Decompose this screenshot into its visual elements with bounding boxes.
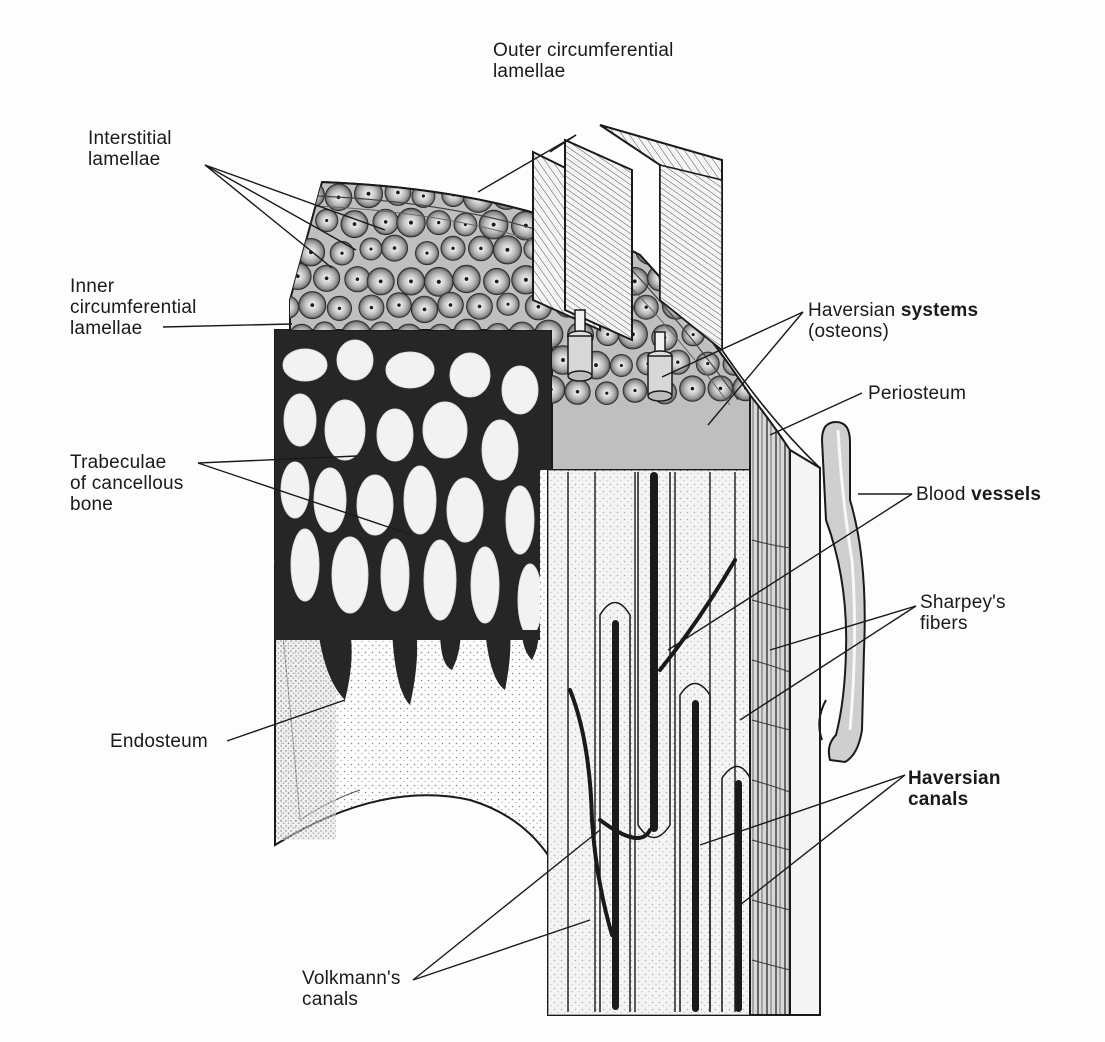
label-line: Trabeculae: [70, 452, 184, 473]
osteon: [284, 263, 311, 290]
label-line: Outer circumferential: [493, 40, 674, 61]
label-haversian-canals: Haversian canals: [908, 768, 1001, 810]
label-line: (osteons): [808, 321, 978, 342]
label-sharpeys-fibers: Sharpey's fibers: [920, 592, 1006, 634]
label-word: Blood: [916, 484, 966, 505]
label-trabeculae: Trabeculae of cancellous bone: [70, 452, 184, 515]
osteon: [453, 265, 481, 293]
label-word: systems: [901, 300, 978, 321]
osteon: [733, 320, 758, 345]
label-interstitial-lamellae: Interstitial lamellae: [88, 128, 172, 170]
label-line: bone: [70, 494, 184, 515]
osteon: [565, 379, 590, 404]
osteon: [415, 242, 438, 265]
osteon: [273, 184, 296, 207]
osteon: [330, 241, 354, 265]
label-line: canals: [302, 989, 401, 1010]
label-line: of cancellous: [70, 473, 184, 494]
osteon: [397, 208, 426, 237]
label-line: Blood vessels: [916, 484, 1041, 505]
osteon: [479, 210, 508, 239]
osteon: [411, 296, 438, 323]
label-line: lamellae: [88, 149, 172, 170]
label-word: Haversian: [808, 300, 895, 321]
osteon: [720, 180, 748, 208]
label-endosteum: Endosteum: [110, 731, 208, 752]
label-periosteum: Periosteum: [868, 383, 966, 404]
label-line: canals: [908, 789, 1001, 810]
label-inner-circumferential-lamellae: Inner circumferential lamellae: [70, 276, 197, 339]
label-blood-vessels: Blood vessels: [916, 484, 1041, 505]
label-line: Periosteum: [868, 383, 966, 404]
osteon: [484, 268, 510, 294]
label-line: lamellae: [493, 61, 674, 82]
osteon: [427, 211, 451, 235]
osteon: [623, 379, 647, 403]
label-haversian-systems: Haversian systems (osteons): [808, 300, 978, 342]
label-line: Haversian: [908, 768, 1001, 789]
label-line: circumferential: [70, 297, 197, 318]
osteon: [733, 207, 761, 235]
osteon: [327, 296, 351, 320]
osteon: [680, 376, 706, 402]
osteon: [345, 267, 370, 292]
osteon: [497, 293, 519, 315]
label-line: Sharpey's: [920, 592, 1006, 613]
osteon: [381, 235, 407, 261]
label-line: fibers: [920, 613, 1006, 634]
osteon: [360, 238, 382, 260]
osteon: [397, 268, 424, 295]
osteon: [313, 265, 339, 291]
osteon: [441, 236, 465, 260]
osteon: [634, 295, 658, 319]
osteon: [367, 268, 394, 295]
osteon: [736, 267, 758, 289]
osteon: [610, 354, 632, 376]
osteon: [299, 292, 326, 319]
label-line: Interstitial: [88, 128, 172, 149]
label-outer-circumferential-lamellae: Outer circumferential lamellae: [493, 40, 674, 82]
osteon: [493, 236, 521, 264]
label-line: lamellae: [70, 318, 197, 339]
osteon: [723, 297, 748, 322]
label-word: vessels: [971, 484, 1041, 505]
osteon: [341, 211, 368, 238]
osteon: [595, 382, 618, 405]
label-line: Volkmann's: [302, 968, 401, 989]
osteon: [467, 293, 493, 319]
osteon: [277, 296, 299, 318]
label-line: Inner: [70, 276, 197, 297]
label-volkmanns-canals: Volkmann's canals: [302, 968, 401, 1010]
osteon: [469, 236, 494, 261]
label-line: Endosteum: [110, 731, 208, 752]
osteon: [359, 295, 384, 320]
label-line: Haversian systems: [808, 300, 978, 321]
osteon: [373, 209, 399, 235]
osteon: [387, 293, 412, 318]
osteon: [276, 239, 298, 261]
osteon: [438, 292, 464, 318]
